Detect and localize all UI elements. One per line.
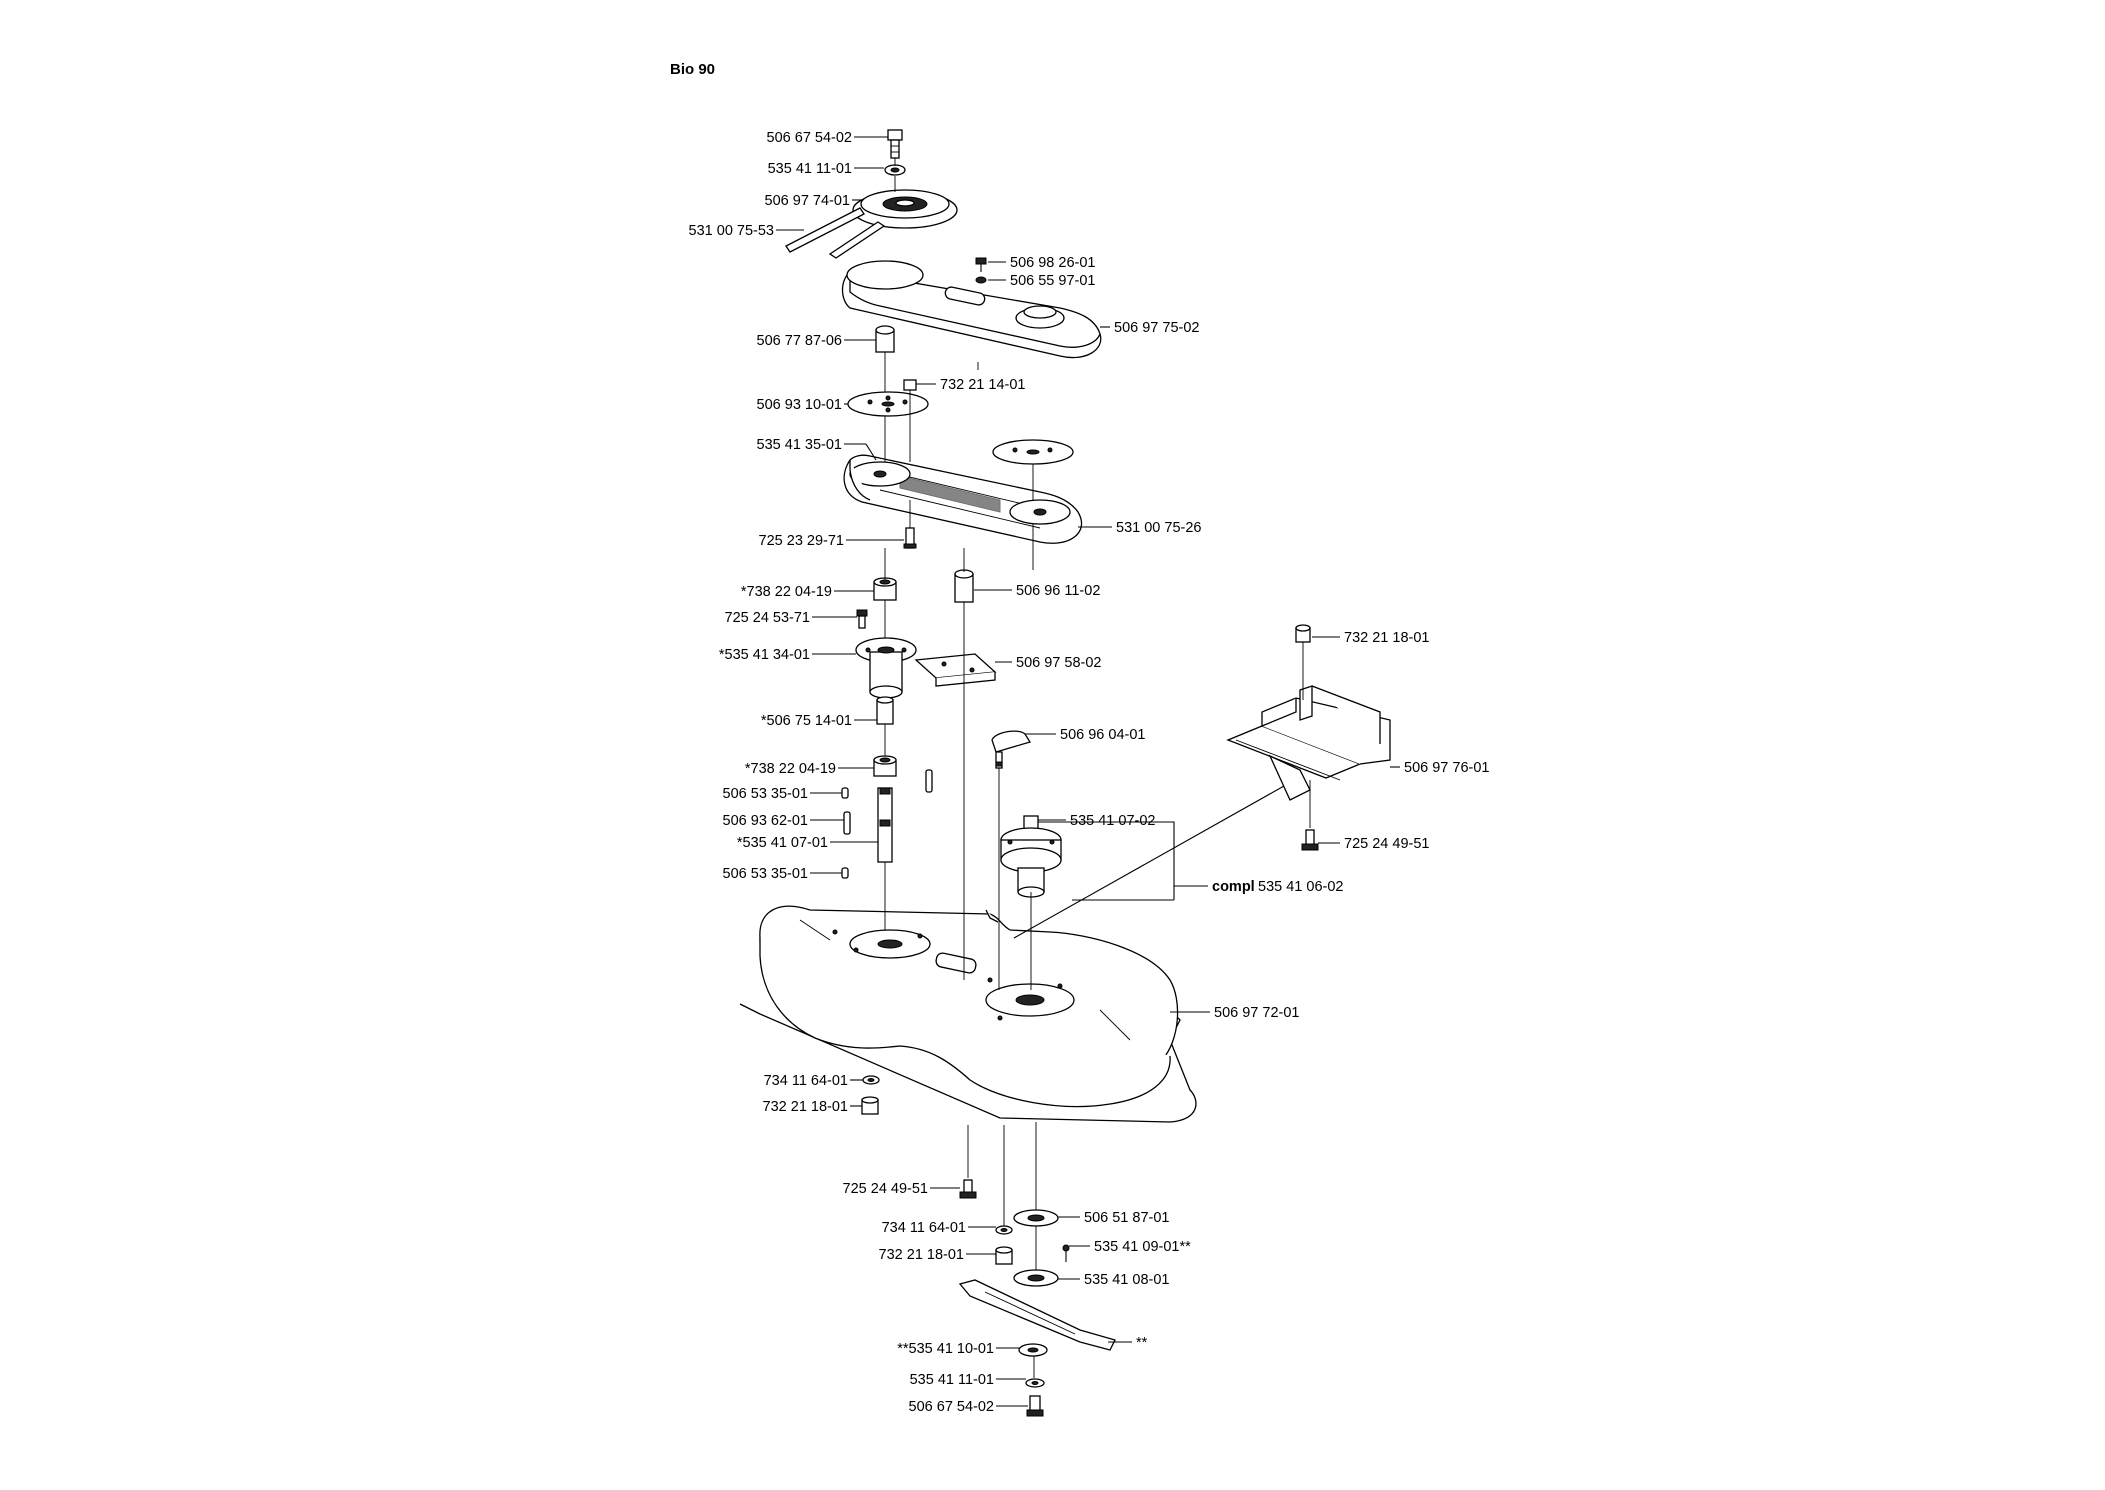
small-nut-icon — [903, 379, 917, 391]
label-washer-deck: 734 11 64-01 — [764, 1073, 848, 1089]
label-vbelt: 531 00 75-53 — [689, 223, 774, 239]
plate-icon — [991, 730, 1032, 769]
label-washer-cover: 506 55 97-01 — [1010, 273, 1095, 289]
label-screw-cover: 506 98 26-01 — [1010, 255, 1095, 271]
blade-pin-icon — [1062, 1244, 1070, 1262]
toothed-belt-housing-icon — [843, 454, 1083, 544]
label-hub: 535 41 08-01 — [1084, 1272, 1169, 1288]
label-bolt-right: 725 24 49-51 — [1344, 836, 1429, 852]
v-belt-icon — [785, 207, 886, 259]
bottom-nut-icon — [995, 1246, 1013, 1265]
key-2-icon — [841, 867, 849, 879]
label-guard: 506 51 87-01 — [1084, 1210, 1169, 1226]
label-mount-bracket: 506 97 76-01 — [1404, 760, 1489, 776]
label-compl-number: 535 41 06-02 — [1258, 879, 1343, 895]
spacer-icon — [875, 325, 895, 353]
label-screw-b: 725 24 53-71 — [725, 610, 810, 626]
label-compl-prefix: compl — [1212, 879, 1255, 895]
disc-icon — [847, 391, 929, 417]
label-bearing-top: *738 22 04-19 — [741, 584, 832, 600]
cover-screw-icon — [975, 257, 987, 272]
label-key2: 506 53 35-01 — [723, 866, 808, 882]
bracket-icon — [914, 653, 997, 687]
mount-bracket-icon — [1226, 685, 1391, 801]
label-belt-housing: 535 41 35-01 — [757, 437, 842, 453]
bottom-bolt-icon — [959, 1179, 977, 1199]
label-key1: 506 53 35-01 — [723, 786, 808, 802]
hub-icon — [1013, 1269, 1059, 1287]
label-pin: 506 93 62-01 — [723, 813, 808, 829]
label-shaft-left: *535 41 07-01 — [737, 835, 828, 851]
label-plate: 506 96 04-01 — [1060, 727, 1145, 743]
bottom-bearing-icon — [873, 755, 897, 777]
screw-a-icon — [903, 527, 917, 549]
label-pin-blade: 535 41 09-01** — [1094, 1239, 1191, 1255]
guard-icon — [1013, 1209, 1059, 1227]
label-washer-top: 535 41 11-01 — [768, 161, 852, 177]
label-blade-washer: **535 41 10-01 — [897, 1341, 994, 1357]
label-sleeve: *506 75 14-01 — [761, 713, 852, 729]
top-washer-icon — [884, 164, 906, 176]
label-nut-deck: 732 21 18-01 — [763, 1099, 848, 1115]
label-bracket: 506 97 58-02 — [1016, 655, 1101, 671]
part-labels: 506 67 54-02 535 41 11-01 506 97 74-01 5… — [689, 130, 1490, 1415]
deck-washer-icon — [862, 1075, 880, 1085]
label-bolt-bottom: 725 24 49-51 — [843, 1181, 928, 1197]
blade-bolt-icon — [1026, 1395, 1044, 1417]
label-nut-small: 732 21 14-01 — [940, 377, 1025, 393]
label-bolt-top: 506 67 54-02 — [767, 130, 852, 146]
blade-icon — [958, 1279, 1116, 1351]
deck-icon — [739, 905, 1197, 1123]
center-lines — [884, 158, 1311, 1378]
cover-icon — [841, 260, 1102, 359]
label-washer-bottom: 734 11 64-01 — [882, 1220, 966, 1236]
leader-lines — [776, 136, 1400, 1407]
label-disc: 506 93 10-01 — [757, 397, 842, 413]
label-washer-blade: 535 41 11-01 — [910, 1372, 994, 1388]
blade-washer-small-icon — [1025, 1378, 1045, 1388]
cover-washer-icon — [975, 276, 987, 284]
diagram-title: Bio 90 — [670, 61, 715, 78]
deck-nut-icon — [861, 1096, 879, 1115]
blade-washer-icon — [1018, 1343, 1048, 1357]
label-bearing-bottom: *738 22 04-19 — [745, 761, 836, 777]
sleeve-icon — [876, 696, 894, 725]
pulley-icon — [852, 189, 958, 229]
label-spindle: 535 41 07-02 — [1070, 813, 1155, 829]
label-housing-left: *535 41 34-01 — [719, 647, 810, 663]
spindle-icon — [1000, 815, 1062, 898]
spacer-tube-icon — [954, 569, 974, 603]
label-blade-marker: ** — [1136, 1335, 1148, 1351]
right-nut-icon — [1295, 624, 1311, 643]
top-bolt-icon — [887, 129, 903, 159]
pin-icon — [843, 811, 851, 835]
label-bolt-blade: 506 67 54-02 — [909, 1399, 994, 1415]
label-toothed-belt: 531 00 75-26 — [1116, 520, 1201, 536]
label-cover: 506 97 75-02 — [1114, 320, 1199, 336]
left-shaft-icon — [877, 787, 893, 863]
label-nut-right: 732 21 18-01 — [1344, 630, 1429, 646]
key-icon — [841, 787, 849, 799]
label-screw-a: 725 23 29-71 — [759, 533, 844, 549]
label-pulley: 506 97 74-01 — [765, 193, 850, 209]
label-spacer-tube: 506 96 11-02 — [1016, 583, 1100, 599]
rod-icon — [925, 769, 933, 793]
screw-b-icon — [856, 609, 868, 629]
right-bolt-icon — [1301, 829, 1319, 851]
label-deck: 506 97 72-01 — [1214, 1005, 1299, 1021]
upper-disc-icon — [992, 439, 1074, 465]
label-spacer: 506 77 87-06 — [757, 333, 842, 349]
top-bearing-icon — [873, 577, 897, 601]
bottom-washer-icon — [995, 1225, 1013, 1235]
left-housing-icon — [855, 637, 917, 699]
label-nut-bottom: 732 21 18-01 — [879, 1247, 964, 1263]
